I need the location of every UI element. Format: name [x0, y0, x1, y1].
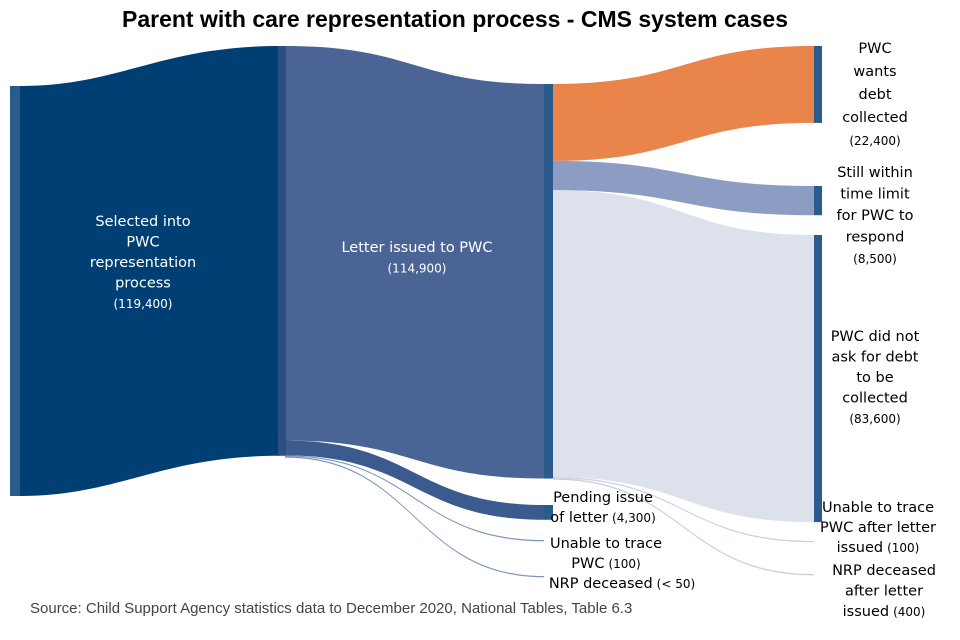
label-line: process	[115, 276, 171, 292]
label-value: (4,300)	[612, 511, 656, 525]
label-line: Letter issued to PWC	[341, 240, 492, 256]
sankey-nodes	[10, 46, 822, 523]
label-value: (100)	[887, 541, 919, 555]
label-line: after letter	[845, 584, 923, 600]
label-line: wants	[853, 64, 896, 80]
label-time-limit: Still within time limit for PWC to respond (…	[837, 165, 914, 266]
node-no-ask	[814, 235, 822, 523]
label-nrp: NRP deceased (< 50)	[549, 576, 695, 592]
label-value: (100)	[608, 557, 640, 571]
label-nrp-after: NRP deceased after letter issued (400)	[832, 563, 936, 620]
node-selected	[10, 86, 20, 496]
node-debt	[814, 46, 822, 123]
chart-title: Parent with care representation process …	[121, 6, 788, 32]
label-line: PWC	[571, 556, 604, 572]
link-letter-untrace-after	[553, 477, 814, 543]
label-line: issued	[837, 540, 883, 556]
label-value: (< 50)	[657, 577, 696, 591]
link-letter-time-limit	[553, 160, 814, 216]
label-line: Selected into	[95, 214, 190, 230]
label-line: Still within	[837, 165, 913, 181]
label-no-ask: PWC did not ask for debt to be collected (83…	[831, 329, 920, 426]
label-line: time limit	[840, 187, 910, 203]
link-selected-nrp	[285, 456, 544, 578]
label-line: NRP deceased	[832, 563, 936, 579]
link-selected-letter	[285, 46, 544, 479]
link-letter-nrp-after	[553, 478, 814, 576]
node-letter-divider	[278, 46, 286, 456]
node-pending	[544, 505, 553, 520]
label-letter: Letter issued to PWC (114,900)	[341, 240, 492, 276]
link-selected-untrace	[285, 455, 544, 542]
label-line: collected	[842, 110, 908, 126]
label-pending: Pending issue of letter (4,300)	[550, 490, 656, 526]
label-value: (119,400)	[114, 297, 173, 311]
chart-source-note: Source: Child Support Agency statistics …	[30, 600, 633, 617]
label-line: Unable to trace	[550, 536, 662, 552]
label-value: (400)	[893, 605, 925, 619]
label-line: Unable to trace	[822, 500, 934, 516]
sankey-links	[20, 46, 814, 578]
label-line: Pending issue	[553, 490, 653, 506]
label-value: (8,500)	[853, 252, 897, 266]
label-line: PWC	[126, 235, 159, 251]
label-debt: PWC wants debt collected (22,400)	[842, 41, 908, 148]
label-line: to be	[856, 370, 893, 386]
label-line: collected	[842, 391, 908, 407]
label-line: ask for debt	[831, 350, 918, 366]
label-value: (22,400)	[849, 134, 900, 148]
label-line: for PWC to	[837, 208, 914, 224]
label-line: NRP deceased	[549, 576, 653, 592]
link-letter-no-ask	[553, 190, 814, 523]
label-line: of letter	[550, 510, 608, 526]
label-line: issued	[843, 604, 889, 620]
link-selected-pending	[285, 440, 544, 520]
label-line: respond	[846, 230, 905, 246]
label-value: (83,600)	[849, 412, 900, 426]
link-selected-block	[20, 46, 280, 496]
node-letter	[544, 84, 553, 479]
label-line: representation	[90, 255, 196, 271]
label-line: PWC did not	[831, 329, 920, 345]
label-value: (114,900)	[388, 262, 447, 276]
label-line: debt	[858, 87, 891, 103]
link-letter-debt	[553, 46, 814, 161]
label-line: PWC	[858, 41, 891, 57]
label-line: PWC after letter	[820, 520, 936, 536]
node-time-limit	[814, 186, 822, 216]
